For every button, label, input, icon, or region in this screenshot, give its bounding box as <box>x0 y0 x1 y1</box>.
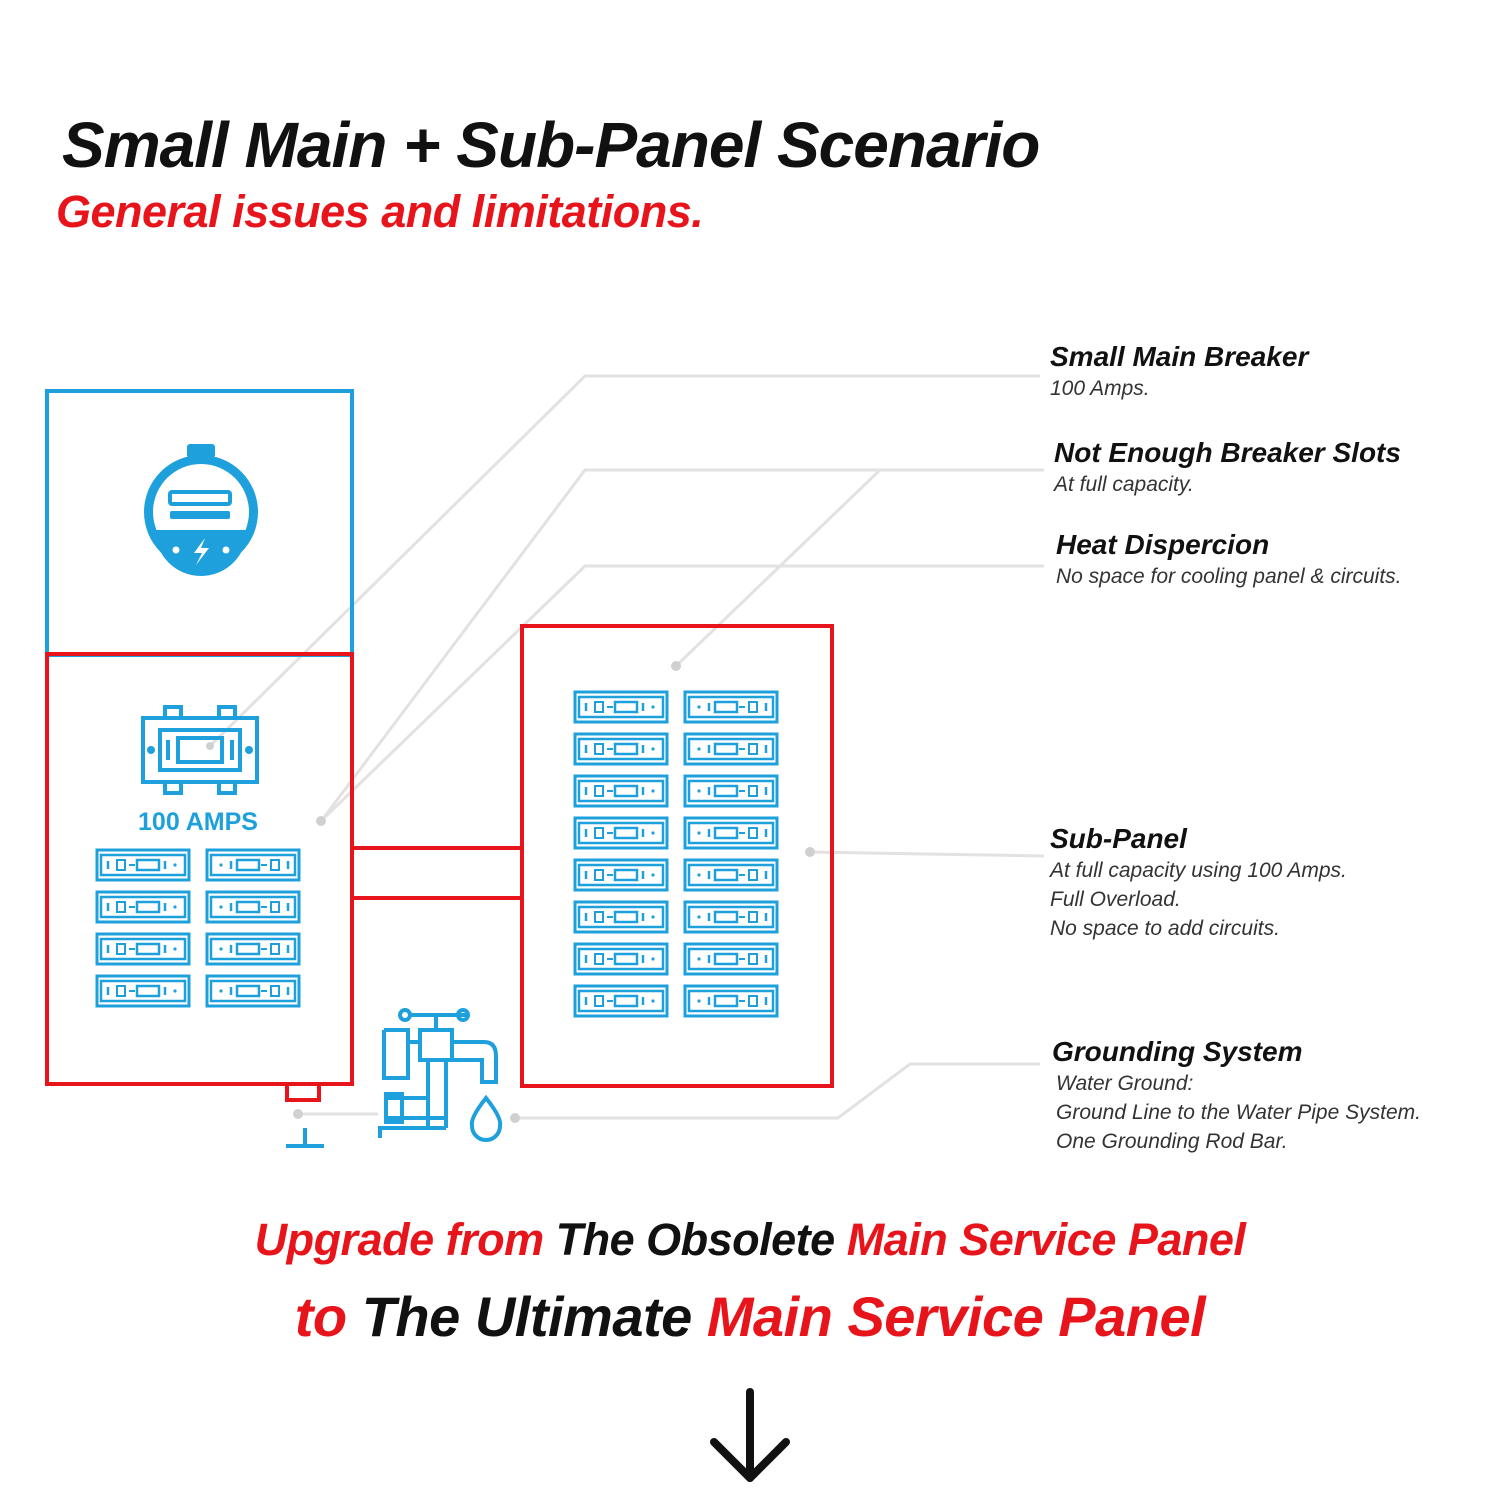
leader-breaker-slots-main <box>320 468 1044 821</box>
callout-heading: Sub-Panel <box>1050 823 1187 854</box>
main-breaker-icon <box>141 705 259 795</box>
leader-breaker-slots-sub <box>674 468 882 668</box>
circuit-breaker-icon <box>683 774 779 808</box>
page-title: Small Main + Sub-Panel Scenario <box>62 109 1040 181</box>
leader-small-main-breaker <box>208 374 1040 748</box>
callout-heading: Grounding System <box>1052 1036 1303 1067</box>
callout-heading: Small Main Breaker <box>1050 341 1309 372</box>
callout-heat-dispercion: Heat Dispercion No space for cooling pan… <box>1056 528 1402 591</box>
callout-heading: Not Enough Breaker Slots <box>1054 437 1401 468</box>
leader-heat <box>318 564 1044 824</box>
callout-text: No space for cooling panel & circuits. <box>1056 565 1402 588</box>
callout-grounding-system: Grounding System Water Ground: Ground Li… <box>1052 1035 1421 1156</box>
circuit-breaker-icon <box>683 942 779 976</box>
cta-line-1-part-1: Upgrade from <box>254 1214 545 1265</box>
circuit-breaker-icon <box>573 816 669 850</box>
callout-text: At full capacity. <box>1054 473 1194 496</box>
callout-text: Full Overload. <box>1050 888 1181 911</box>
circuit-breaker-icon <box>205 848 301 882</box>
circuit-breaker-icon <box>573 942 669 976</box>
water-faucet-icon <box>378 1008 498 1138</box>
water-drop-icon <box>469 1094 503 1142</box>
sub-panel-enclosure <box>520 624 834 1088</box>
circuit-breaker-icon <box>573 984 669 1018</box>
callout-breaker-slots: Not Enough Breaker Slots At full capacit… <box>1054 436 1401 499</box>
page-subtitle: General issues and limitations. <box>56 186 704 237</box>
callout-text: Ground Line to the Water Pipe System. <box>1056 1101 1421 1124</box>
circuit-breaker-icon <box>683 900 779 934</box>
main-panel-enclosure <box>45 652 354 1086</box>
leader-grounding <box>515 1062 1040 1120</box>
feeder-conduit <box>352 846 522 900</box>
callout-text: Water Ground: <box>1056 1072 1194 1095</box>
callout-small-main-breaker: Small Main Breaker 100 Amps. <box>1050 340 1308 403</box>
circuit-breaker-icon <box>205 974 301 1008</box>
arrow-down-icon <box>710 1388 790 1482</box>
main-panel-amps-label: 100 AMPS <box>138 808 258 836</box>
circuit-breaker-icon <box>573 774 669 808</box>
ground-symbol-icon <box>285 1082 324 1148</box>
circuit-breaker-icon <box>573 900 669 934</box>
callout-text: No space to add circuits. <box>1050 917 1280 940</box>
sub-panel-breakers <box>573 690 779 1018</box>
cta-line-2: to The Ultimate Main Service Panel <box>0 1284 1500 1349</box>
circuit-breaker-icon <box>205 890 301 924</box>
callout-heading: Heat Dispercion <box>1056 529 1270 560</box>
leader-lines <box>208 374 1045 1120</box>
callout-sub-panel: Sub-Panel At full capacity using 100 Amp… <box>1050 822 1347 943</box>
cta-line-2-part-1: to <box>294 1285 347 1348</box>
circuit-breaker-icon <box>95 890 191 924</box>
circuit-breaker-icon <box>205 932 301 966</box>
circuit-breaker-icon <box>95 932 191 966</box>
main-panel-breakers <box>95 848 301 1008</box>
cta-line-2-part-3: Main Service Panel <box>706 1285 1206 1348</box>
circuit-breaker-icon <box>683 984 779 1018</box>
callout-text: One Grounding Rod Bar. <box>1056 1130 1288 1153</box>
circuit-breaker-icon <box>683 690 779 724</box>
callout-text: At full capacity using 100 Amps. <box>1050 859 1347 882</box>
circuit-breaker-icon <box>573 732 669 766</box>
electric-meter-icon <box>144 444 258 576</box>
cta-line-1-part-3: Main Service Panel <box>846 1214 1246 1265</box>
cta-line-2-part-2: The Ultimate <box>361 1285 693 1348</box>
circuit-breaker-icon <box>683 858 779 892</box>
circuit-breaker-icon <box>95 848 191 882</box>
cta-line-1: Upgrade from The Obsolete Main Service P… <box>0 1214 1500 1266</box>
circuit-breaker-icon <box>573 858 669 892</box>
cta-line-1-part-2: The Obsolete <box>555 1214 836 1265</box>
circuit-breaker-icon <box>573 690 669 724</box>
circuit-breaker-icon <box>683 816 779 850</box>
leader-sub-panel <box>809 850 1045 858</box>
circuit-breaker-icon <box>683 732 779 766</box>
callout-text: 100 Amps. <box>1050 377 1150 400</box>
circuit-breaker-icon <box>95 974 191 1008</box>
